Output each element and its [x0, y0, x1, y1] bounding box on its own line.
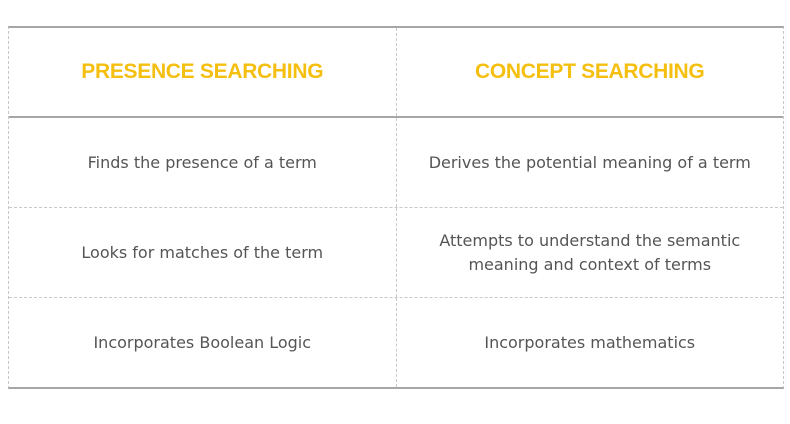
- table-row: Incorporates Boolean Logic Incorporates …: [9, 297, 783, 387]
- table-row: Finds the presence of a term Derives the…: [9, 118, 783, 207]
- table-cell-presence: Finds the presence of a term: [9, 118, 397, 207]
- table-row: Looks for matches of the term Attempts t…: [9, 207, 783, 297]
- table-cell-concept: Incorporates mathematics: [484, 332, 696, 352]
- table-header-row: PRESENCE SEARCHING CONCEPT SEARCHING: [9, 28, 783, 118]
- table-cell-concept: Attempts to understand the semantic mean…: [439, 230, 741, 274]
- header-presence-searching: PRESENCE SEARCHING: [9, 28, 397, 116]
- table-cell-presence: Looks for matches of the term: [9, 208, 397, 297]
- header-concept-searching: CONCEPT SEARCHING: [475, 60, 705, 83]
- comparison-table: PRESENCE SEARCHING CONCEPT SEARCHING Fin…: [8, 26, 784, 389]
- table-cell-presence: Incorporates Boolean Logic: [9, 298, 397, 387]
- table-cell-concept: Derives the potential meaning of a term: [428, 152, 751, 172]
